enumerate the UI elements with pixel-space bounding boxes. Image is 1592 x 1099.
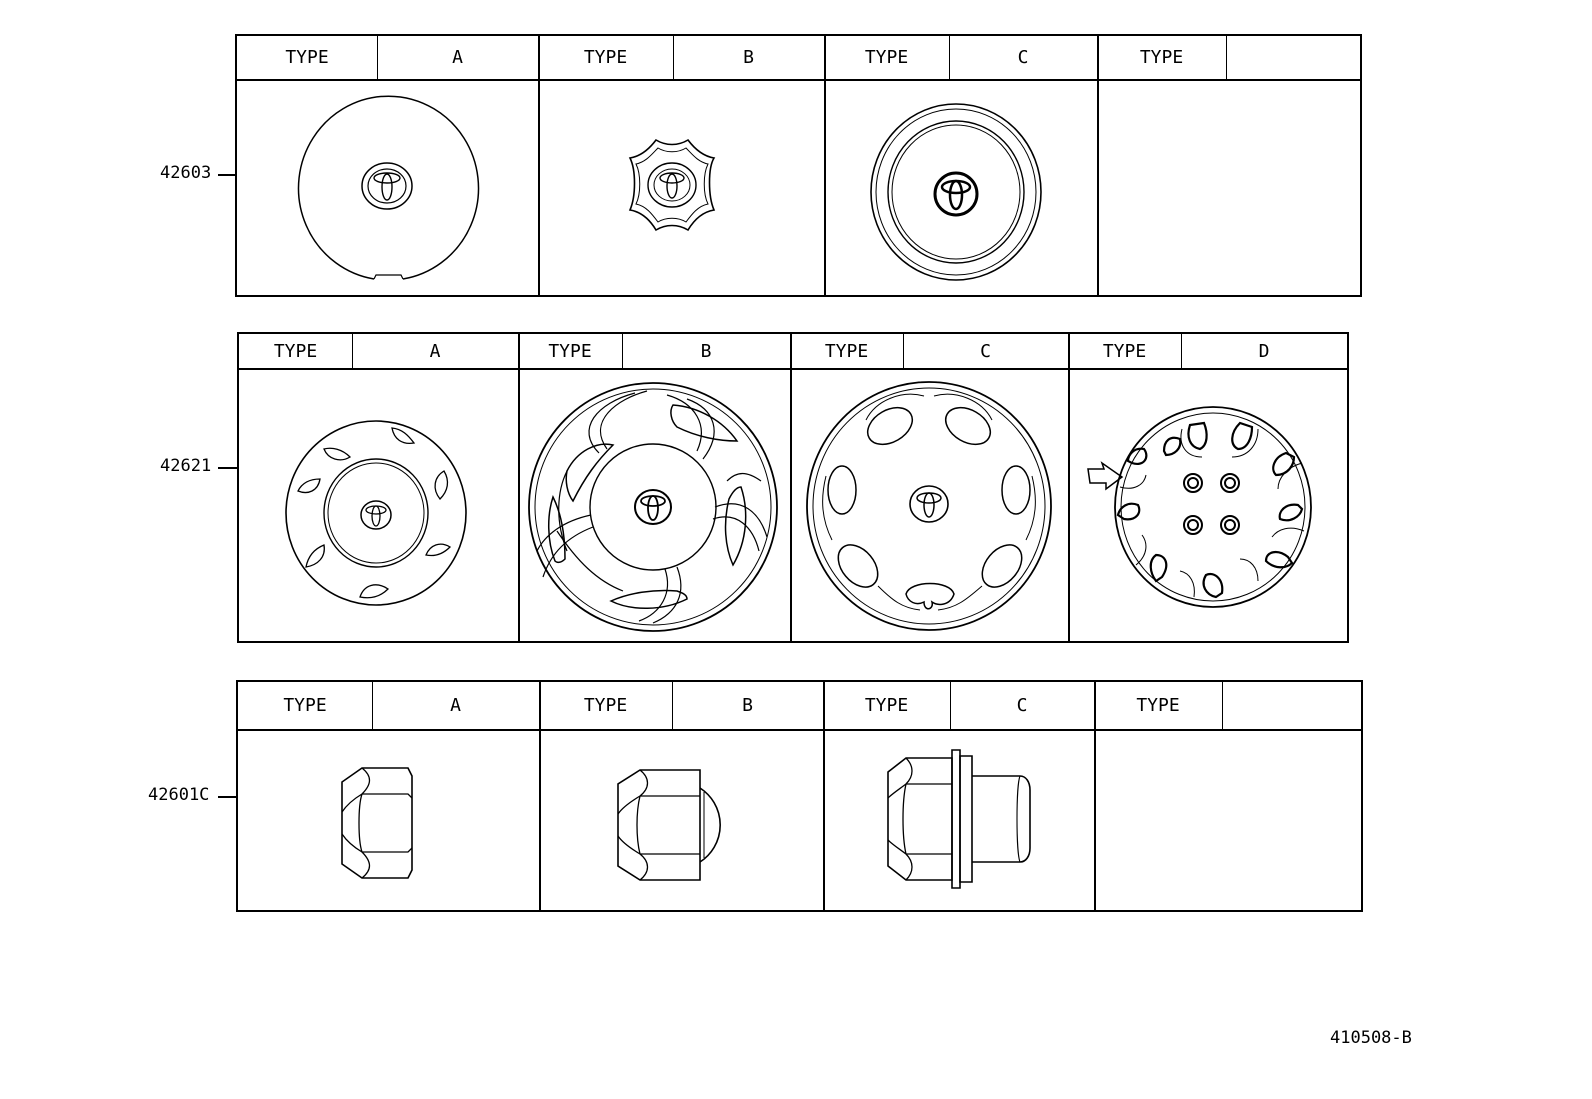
type-value: A (429, 340, 441, 362)
type-label: TYPE (1136, 695, 1180, 716)
part-number-42601C: 42601C (148, 785, 210, 805)
acorn-cap-nut-icon (614, 768, 748, 884)
part-number-42621: 42621 (160, 456, 212, 476)
wheel-center-cap-ring-icon (870, 102, 1042, 282)
type-label: TYPE (548, 340, 592, 362)
type-label: TYPE (824, 340, 869, 362)
flanged-cap-nut-icon (886, 746, 1034, 892)
type-value: A (452, 47, 463, 68)
wheel-cap-swirl-icon (527, 381, 779, 633)
wheel-cap-six-slot-icon (284, 419, 468, 607)
type-value: B (743, 47, 754, 68)
type-label: TYPE (864, 47, 909, 68)
type-value: C (1017, 47, 1029, 68)
hex-lug-nut-icon (338, 766, 414, 880)
leader-line (218, 467, 238, 469)
type-label: TYPE (1139, 47, 1184, 68)
type-label: TYPE (583, 695, 628, 716)
type-value: C (1016, 695, 1028, 716)
type-value (1222, 682, 1361, 729)
type-value: B (700, 340, 712, 362)
type-table-42601C: TYPE A TYPE B TYPE C TYPE (236, 680, 1363, 912)
wheel-center-cap-cross-icon (622, 138, 722, 233)
diagram-code: 410508-B (1330, 1028, 1412, 1048)
type-label: TYPE (864, 695, 909, 716)
wheel-center-cap-flat-icon (297, 94, 479, 280)
type-value (1226, 36, 1360, 79)
leader-line (218, 174, 236, 176)
type-value: C (980, 340, 991, 362)
type-label: TYPE (283, 695, 327, 716)
type-label: TYPE (1102, 340, 1147, 362)
type-value: D (1258, 340, 1270, 362)
type-label: TYPE (273, 340, 318, 362)
type-value: A (450, 695, 461, 716)
type-table-42603: TYPE A TYPE B TYPE C TYPE (235, 34, 1362, 297)
leader-line (218, 796, 238, 798)
wheel-cover-ten-slot-icon (1082, 405, 1314, 609)
part-number-42603: 42603 (160, 163, 212, 183)
type-label: TYPE (285, 47, 329, 68)
type-value: B (742, 695, 753, 716)
wheel-cap-oval-slot-icon (806, 380, 1052, 632)
type-label: TYPE (583, 47, 628, 68)
